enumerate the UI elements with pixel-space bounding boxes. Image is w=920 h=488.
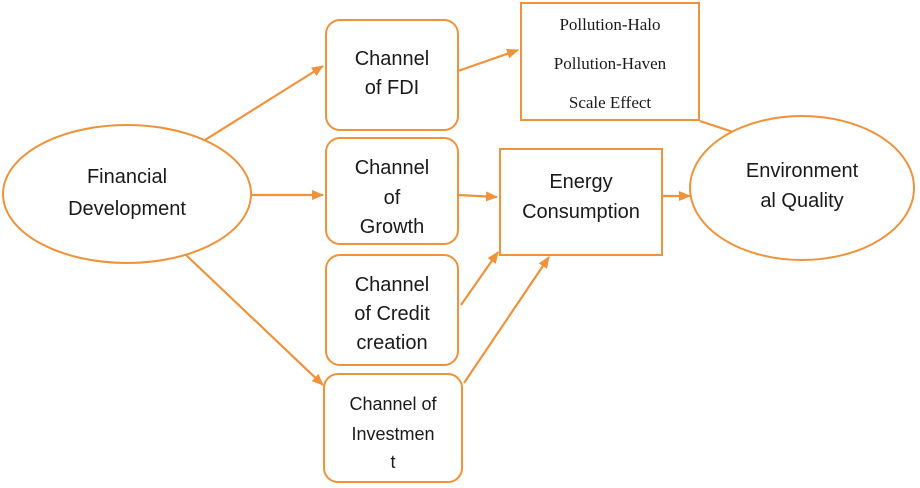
edges <box>185 48 749 386</box>
node-channel-of-fdi: Channel of FDI <box>325 19 459 131</box>
arrow-investment-to-energy <box>463 256 550 384</box>
scale-effect-label: Scale Effect <box>569 93 652 112</box>
channel-credit-line-3: creation <box>356 332 427 354</box>
channel-fdi-line-1: Channel <box>355 48 430 70</box>
channel-growth-line-1: Channel <box>355 157 430 179</box>
channel-credit-line-2: of Credit <box>354 303 430 325</box>
node-channel-of-credit-creation: Channel of Credit creation <box>325 254 459 366</box>
node-energy-consumption: Energy Consumption <box>499 148 663 256</box>
node-channel-of-investment: Channel of Investmen t <box>323 373 463 483</box>
node-financial-development: Financial Development <box>2 124 252 264</box>
channel-credit-line-1: Channel <box>355 274 430 296</box>
arrow-growth-to-energy <box>457 191 498 202</box>
financial-development-line-2: Development <box>68 198 186 220</box>
arrow-fdi-to-pollution <box>457 48 519 73</box>
pollution-halo-label: Pollution-Halo <box>559 15 660 34</box>
channel-growth-line-2: of <box>384 187 401 209</box>
energy-consumption-line-1: Energy <box>549 171 612 193</box>
channel-investment-line-1: Channel of <box>349 394 437 414</box>
pollution-haven-label: Pollution-Haven <box>554 54 667 73</box>
node-environmental-quality: Environment al Quality <box>689 115 915 261</box>
energy-consumption-line-2: Consumption <box>522 201 640 223</box>
channel-investment-line-3: t <box>390 452 395 472</box>
financial-development-line-1: Financial <box>87 166 167 188</box>
channel-investment-line-2: Investmen <box>351 424 434 444</box>
arrow-credit-to-energy <box>460 251 499 306</box>
node-pollution-effects: Pollution-Halo Pollution-Haven Scale Eff… <box>520 2 700 121</box>
arrow-financial-to-investment <box>185 254 324 386</box>
environmental-quality-line-2: al Quality <box>760 190 843 212</box>
node-channel-of-growth: Channel of Growth <box>325 137 459 245</box>
channel-growth-line-3: Growth <box>360 216 424 238</box>
environmental-quality-line-1: Environment <box>746 160 859 182</box>
arrow-financial-to-fdi <box>196 65 324 146</box>
channel-fdi-line-2: of FDI <box>365 77 419 99</box>
